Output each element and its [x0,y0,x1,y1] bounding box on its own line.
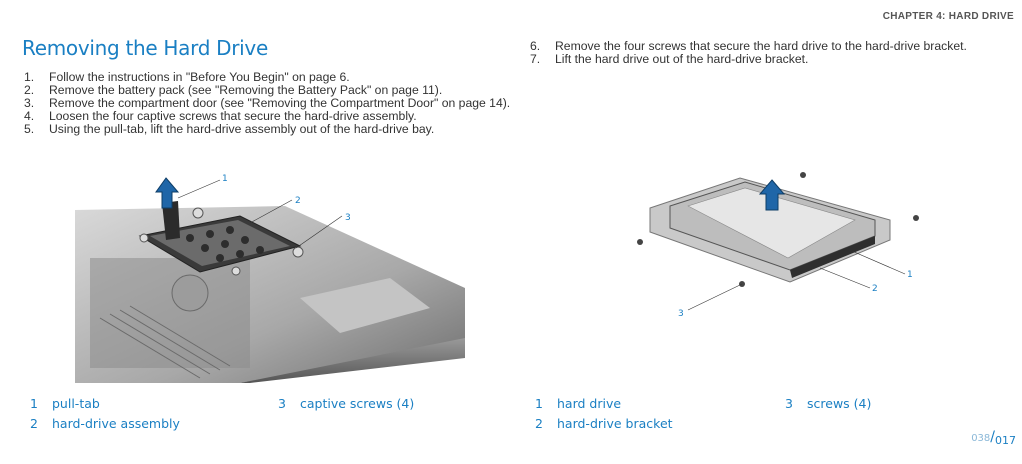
step-text: Remove the compartment door (see "Removi… [49,96,511,110]
internal-board [90,258,250,368]
step-text: Using the pull-tab, lift the hard-drive … [49,122,435,136]
legend-label: hard drive [557,396,622,411]
legend-number: 2 [30,416,38,431]
legend-number: 1 [30,396,38,411]
step-item: 5. Using the pull-tab, lift the hard-driv… [24,123,514,136]
callout-number: 2 [872,284,878,294]
legend-number: 3 [278,396,286,411]
bracket-screws [637,172,919,287]
legend-item: 2 hard-drive bracket [535,416,673,431]
legend-label: screws (4) [807,396,872,411]
step-number: 2. [24,83,35,97]
hard-drive-assembly-figure: 1 2 3 [75,174,465,383]
callout-number: 3 [345,213,351,223]
legend-label: pull-tab [52,396,100,411]
hard-drive-connector [790,236,875,278]
page-title: Removing the Hard Drive [22,36,268,60]
legend-label: hard-drive bracket [557,416,673,431]
page-number: 038/017 [971,429,1016,447]
legend-item: 1 hard drive [535,396,621,411]
hard-drive-assembly-top [150,220,290,266]
page-current: 038 [971,433,991,444]
step-text: Lift the hard drive out of the hard-driv… [555,52,809,66]
step-number: 4. [24,109,35,123]
page-total: 017 [995,434,1016,447]
legend-number: 3 [785,396,793,411]
step-text: Follow the instructions in "Before You B… [49,70,350,84]
chapter-header: CHAPTER 4: HARD DRIVE [882,11,1014,22]
legend-label: hard-drive assembly [52,416,180,431]
step-item: 2. Remove the battery pack (see "Removing… [24,84,514,97]
legend-item: 3 captive screws (4) [278,396,414,411]
palm-rest [300,278,430,333]
legend-number: 1 [535,396,543,411]
fan [171,274,209,312]
callout-lines [177,179,343,249]
lift-arrow-icon [155,177,180,209]
step-number: 7. [530,52,541,66]
heat-sink-fins [99,305,231,379]
hard-drive-label [687,187,856,259]
pull-tab-shape [162,201,180,240]
assembly-holes [186,226,264,262]
legend-item: 1 pull-tab [30,396,100,411]
hard-drive-bracket-figure: 1 2 3 [637,172,919,319]
step-number: 5. [24,122,35,136]
steps-list-left: 1. Follow the instructions in "Before You… [24,71,514,136]
callout-number: 3 [678,309,684,319]
callout-number: 2 [295,196,301,206]
page-separator: / [990,429,995,445]
step-text: Loosen the four captive screws that secu… [49,109,417,123]
step-text: Remove the battery pack (see "Removing t… [49,83,443,97]
callout-number: 1 [907,270,913,280]
step-number: 6. [530,39,541,53]
laptop-front-edge [240,338,465,383]
step-text: Remove the four screws that secure the h… [555,39,967,53]
steps-list-right: 6. Remove the four screws that secure the… [530,40,1020,66]
legend-item: 3 screws (4) [785,396,871,411]
step-item: 3. Remove the compartment door (see "Remo… [24,97,514,110]
legend-number: 2 [535,416,543,431]
legend-label: captive screws (4) [300,396,415,411]
step-item: 6. Remove the four screws that secure the… [530,40,1020,53]
step-item: 1. Follow the instructions in "Before You… [24,71,514,84]
callout-lines [687,247,906,311]
step-number: 1. [24,70,35,84]
step-item: 4. Loosen the four captive screws that se… [24,110,514,123]
step-item: 7. Lift the hard drive out of the hard-dr… [530,53,1020,66]
lift-arrow-icon [758,179,786,211]
legend-item: 2 hard-drive assembly [30,416,180,431]
step-number: 3. [24,96,35,110]
callout-number: 1 [222,174,228,184]
captive-screws [139,207,304,276]
